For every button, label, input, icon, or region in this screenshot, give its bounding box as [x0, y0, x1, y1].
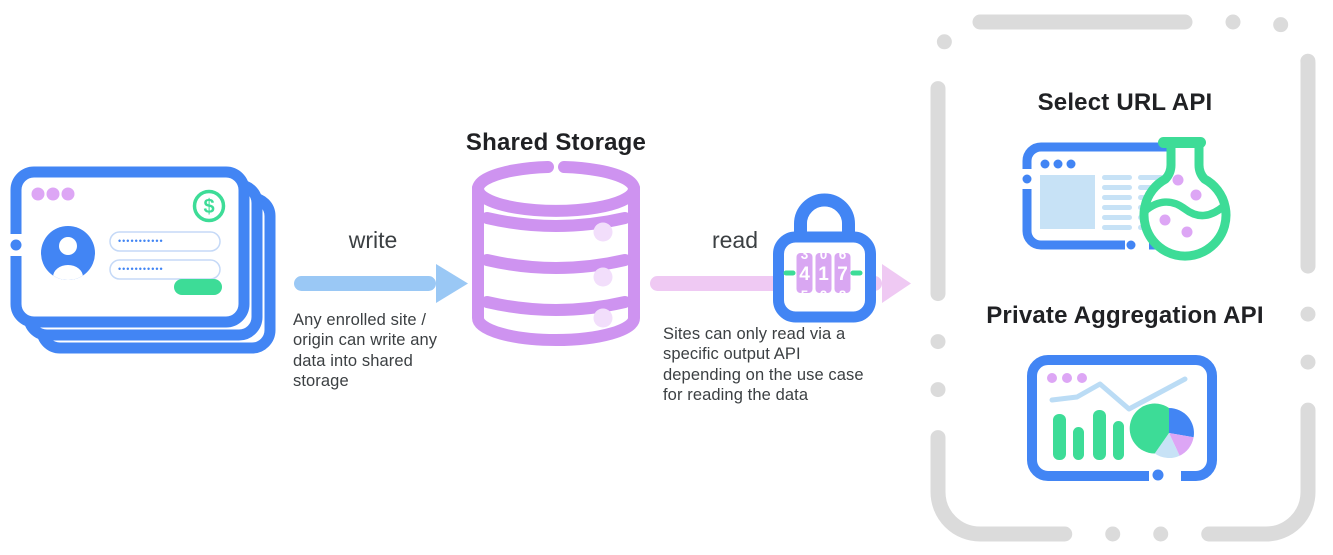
svg-text:3: 3: [801, 247, 809, 262]
database-body: [472, 182, 640, 346]
border-dot: [1022, 174, 1032, 184]
write-arrow-icon: [294, 264, 468, 303]
flask-icon: [1139, 137, 1231, 261]
pie-chart-icon: [1129, 403, 1194, 459]
border-dot: [10, 239, 22, 251]
site-card-stack-icon: $ ••••••••••• •••••••••••: [9, 166, 276, 354]
submit-button-icon: [174, 279, 222, 295]
database-dot: [593, 222, 613, 242]
shared-storage-title: Shared Storage: [465, 129, 647, 156]
svg-text:2: 2: [820, 288, 828, 303]
svg-text:•••••••••••: •••••••••••: [118, 236, 164, 246]
avatar-icon: [41, 226, 95, 280]
password-field: •••••••••••: [109, 259, 221, 280]
svg-text:4: 4: [799, 264, 810, 285]
database-dot: [593, 267, 613, 287]
select-url-api-icon: [1019, 137, 1231, 261]
read-label: read: [711, 227, 759, 253]
write-caption: Any enrolled site / origin can write any…: [293, 311, 438, 391]
svg-text:7: 7: [837, 264, 848, 285]
svg-text:6: 6: [839, 247, 847, 262]
select-url-api-title: Select URL API: [1037, 89, 1213, 116]
combination-lock-icon: 3 4 5 0 1 2 6 7 8: [773, 193, 876, 323]
border-dot: [1126, 240, 1136, 250]
lock-shackle: [794, 193, 855, 245]
shared-storage-database-icon: [472, 161, 640, 346]
svg-text:8: 8: [839, 288, 847, 303]
dashed-border: [930, 14, 1316, 542]
write-label: write: [348, 227, 398, 253]
svg-text:$: $: [203, 196, 214, 218]
private-aggregation-api-icon: [1027, 355, 1217, 484]
private-aggregation-api-title: Private Aggregation API: [986, 302, 1264, 329]
database-dot: [593, 308, 613, 328]
password-field: •••••••••••: [109, 231, 221, 252]
window-dots-icon: [31, 187, 75, 201]
line-chart-icon: [1049, 376, 1188, 412]
database-top: [472, 161, 640, 217]
svg-text:0: 0: [820, 247, 828, 262]
window-dots-icon: [1040, 159, 1076, 169]
window-dots-icon: [1047, 373, 1087, 383]
border-dot: [1152, 469, 1164, 481]
read-caption: Sites can only read via a specific outpu…: [663, 325, 864, 405]
svg-text:•••••••••••: •••••••••••: [118, 264, 164, 274]
bar-chart-icon: [1053, 410, 1124, 460]
lock-reels: 3 4 5 0 1 2 6 7 8: [796, 247, 851, 303]
svg-text:1: 1: [818, 264, 829, 285]
svg-text:5: 5: [801, 288, 809, 303]
output-apis-panel-border: [930, 14, 1316, 542]
dollar-badge-icon: $: [192, 189, 226, 223]
content-block: [1040, 175, 1095, 229]
